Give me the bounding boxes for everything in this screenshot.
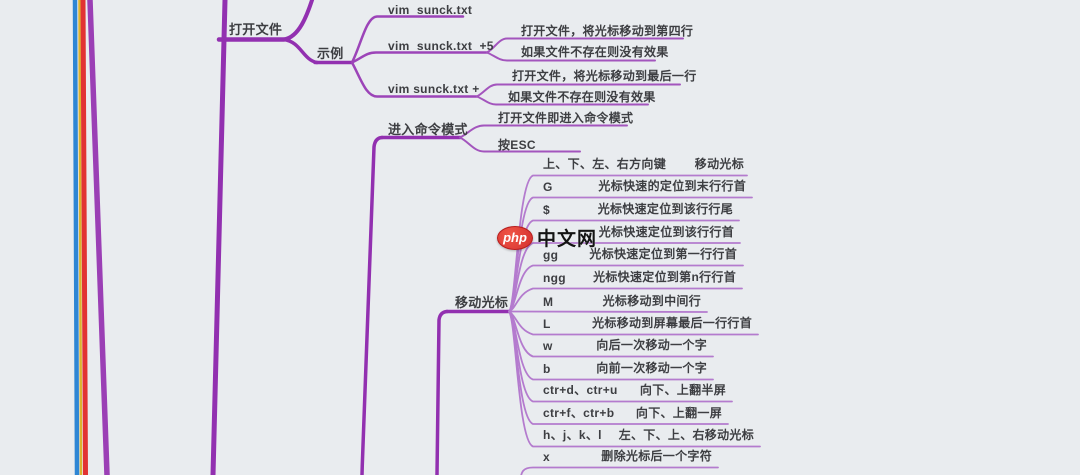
row-key-G[interactable]: G 光标快速的定位到末行行首 [533, 178, 752, 197]
note-enter-on-open[interactable]: 打开文件即进入命令模式 [498, 111, 634, 125]
row-key-ngg[interactable]: ngg 光标快速定位到第n行行首 [533, 269, 742, 288]
row-key: $ [543, 203, 550, 217]
node-open-file[interactable]: 打开文件 [229, 22, 283, 37]
php-logo-icon: php [497, 225, 533, 250]
row-desc: 光标移动到中间行 [602, 294, 701, 308]
row-desc: 光标快速定位到该行行首 [598, 225, 734, 239]
row-desc: 光标快速定位到第一行行首 [589, 247, 737, 261]
watermark-label: 中文网 [537, 229, 598, 250]
node-move-cursor[interactable]: 移动光标 [455, 295, 509, 310]
row-key-gg[interactable]: gg 光标快速定位到第一行行首 [533, 246, 743, 265]
note-press-esc[interactable]: 按ESC [498, 138, 536, 152]
node-vim-open[interactable]: vim sunck.txt [388, 3, 473, 17]
row-key-ctrl-f-b[interactable]: ctr+f、ctr+b 向下、上翻一屏 [533, 405, 728, 424]
open-file-branch-lines [210, 0, 354, 475]
row-key: x [543, 450, 550, 464]
php-cn-watermark: php 中文网 [497, 224, 597, 251]
row-key: ngg [543, 271, 566, 285]
node-example[interactable]: 示例 [317, 46, 344, 61]
row-desc: 向下、上翻半屏 [639, 383, 726, 397]
row-key-b[interactable]: b 向前一次移动一个字 [533, 360, 713, 379]
trunk-lines [72, 0, 110, 475]
row-arrow-keys[interactable]: 上、下、左、右方向键 移动光标 [533, 156, 750, 175]
row-desc: 光标移动到屏幕最后一行行首 [592, 316, 752, 330]
node-vim-open-plus5[interactable]: vim sunck.txt +5 [388, 39, 494, 53]
row-desc: 左、下、上、右移动光标 [618, 428, 754, 442]
row-key: ctr+d、ctr+u [543, 383, 618, 397]
row-key: w [543, 339, 553, 353]
note-vim-plus-effect[interactable]: 打开文件，将光标移动到最后一行 [512, 69, 697, 83]
node-enter-command-mode[interactable]: 进入命令模式 [388, 122, 468, 137]
row-key: 上、下、左、右方向键 [543, 157, 667, 171]
note-vim-plus5-missing[interactable]: 如果文件不存在则没有效果 [521, 45, 669, 59]
row-key-w[interactable]: w 向后一次移动一个字 [533, 337, 713, 356]
note-vim-plus-missing[interactable]: 如果文件不存在则没有效果 [508, 90, 656, 104]
example-branch-lines [350, 15, 489, 98]
row-desc: 删除光标后一个字符 [601, 449, 712, 463]
row-desc: 向前一次移动一个字 [596, 361, 707, 375]
row-desc: 向下、上翻一屏 [635, 406, 722, 420]
vim-note-lines [476, 37, 684, 106]
enter-cmd-branch-lines [360, 124, 628, 475]
row-key-L[interactable]: L 光标移动到屏幕最后一行行首 [533, 315, 758, 334]
row-line-start[interactable]: 光标快速定位到该行行首 [533, 224, 740, 243]
row-key-dollar[interactable]: $ 光标快速定位到该行行尾 [533, 201, 739, 220]
move-cursor-fan-lines [508, 174, 761, 448]
row-key-hjkl[interactable]: h、j、k、l 左、下、上、右移动光标 [533, 427, 760, 446]
row-key: b [543, 362, 551, 376]
row-desc: 光标快速的定位到末行行首 [598, 179, 746, 193]
row-key: gg [543, 248, 559, 262]
row-key: G [543, 180, 553, 194]
row-desc: 光标快速定位到该行行尾 [597, 202, 733, 216]
row-desc: 移动光标 [694, 157, 744, 171]
move-cursor-branch-lines [435, 309, 511, 475]
row-key: h、j、k、l [543, 428, 602, 442]
row-key: M [543, 295, 554, 309]
note-vim-plus5-effect[interactable]: 打开文件，将光标移动到第四行 [521, 24, 694, 38]
row-desc: 光标快速定位到第n行行首 [593, 270, 736, 284]
row-key: L [543, 317, 551, 331]
delete-row-lines [520, 466, 719, 475]
row-key: ctr+f、ctr+b [543, 406, 615, 420]
row-desc: 向后一次移动一个字 [596, 338, 707, 352]
node-vim-open-plus[interactable]: vim sunck.txt + [388, 82, 480, 96]
row-key-M[interactable]: M 光标移动到中间行 [533, 293, 707, 312]
row-key-ctrl-d-u[interactable]: ctr+d、ctr+u 向下、上翻半屏 [533, 382, 732, 401]
row-key-x-delete[interactable]: x 删除光标后一个字符 [533, 448, 718, 467]
